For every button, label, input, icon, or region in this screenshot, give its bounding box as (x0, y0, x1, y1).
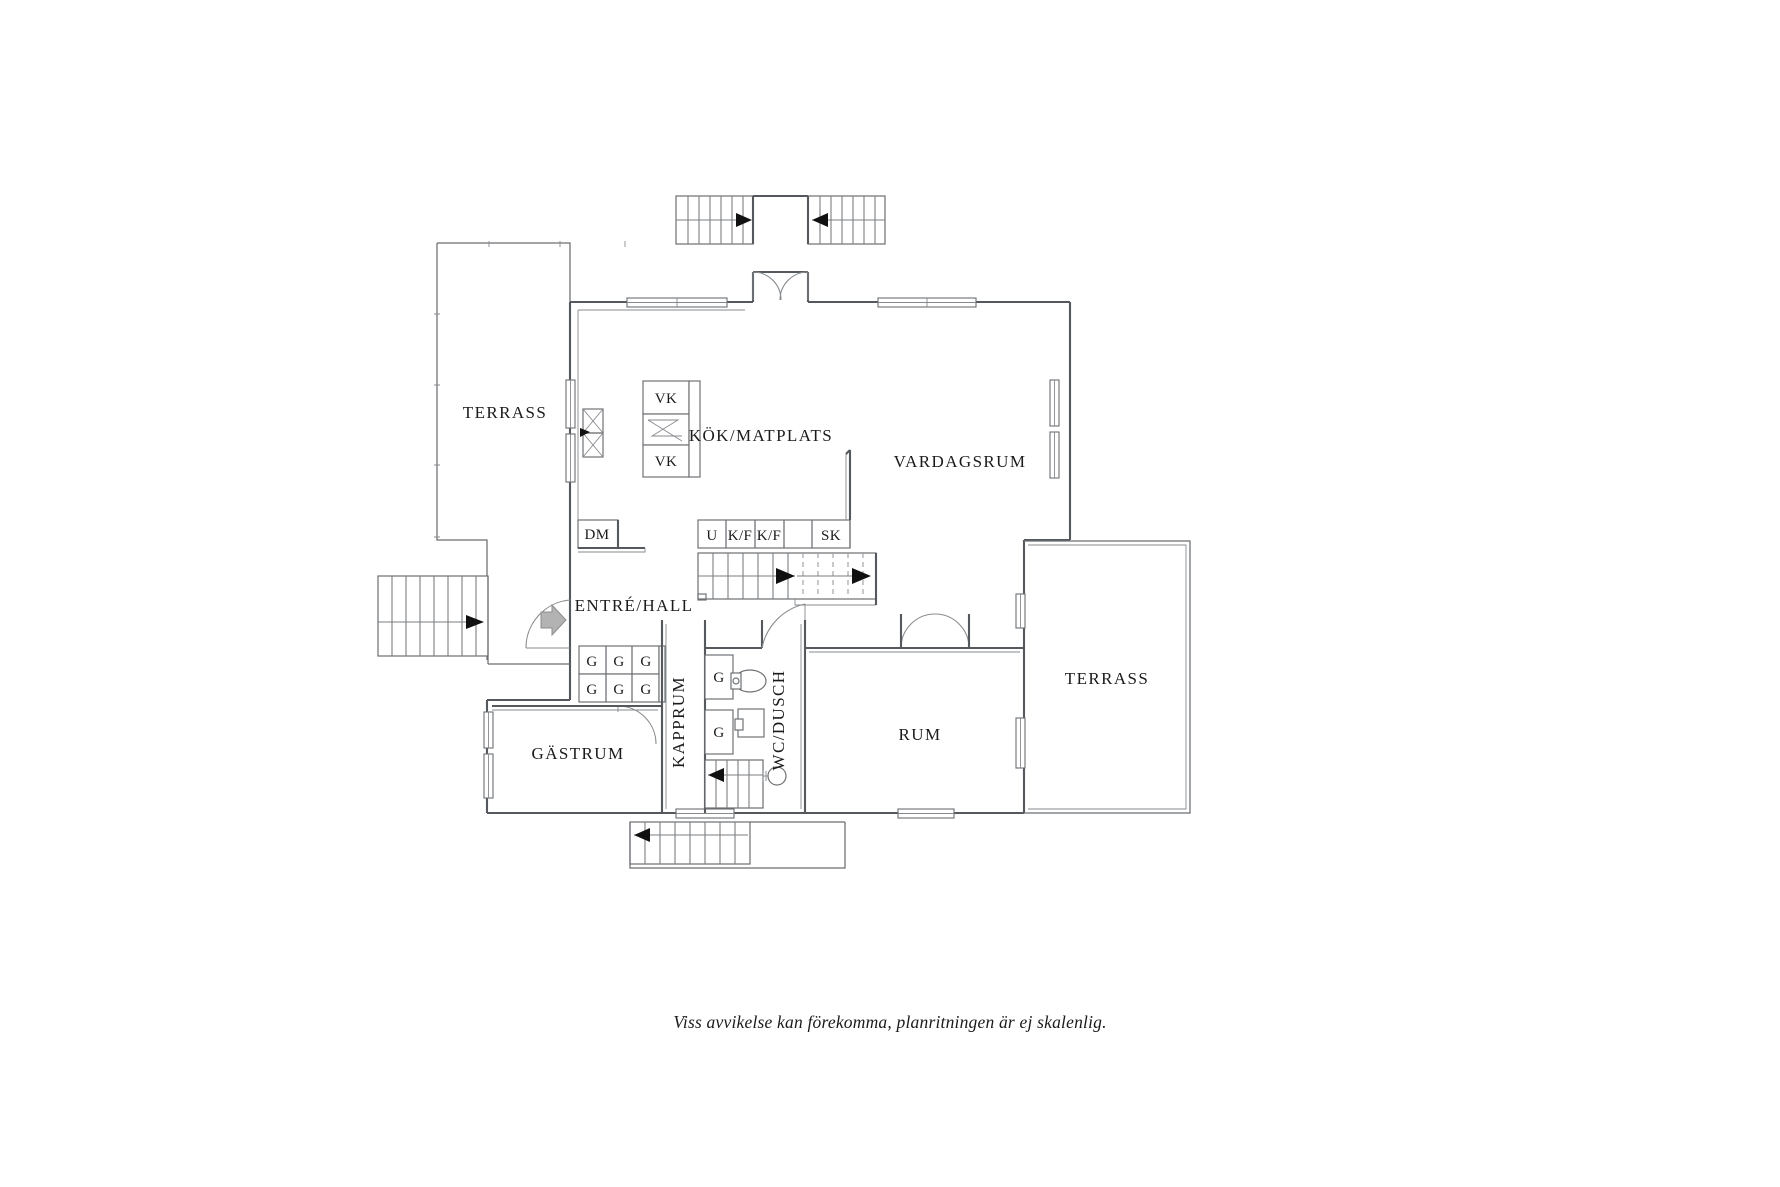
window-left-lower (565, 433, 576, 483)
appliance-label-dm: DM (585, 527, 610, 543)
room-label-terrass-right: TERRASS (1065, 669, 1149, 688)
appliance-label-g5: G (613, 682, 624, 698)
terrace-right-outline (1024, 540, 1191, 814)
terrace-door-left (580, 408, 604, 458)
sink-fixture (734, 708, 765, 738)
appliance-label-g4: G (586, 682, 597, 698)
window-gastrum-upper (483, 711, 494, 749)
gastrum-walls (492, 704, 662, 711)
dishwasher-dm (577, 519, 646, 553)
door-gastrum (617, 705, 657, 745)
window-left-upper (565, 379, 576, 429)
appliance-label-vk-lower: VK (655, 454, 677, 470)
window-right-lower (1049, 431, 1060, 479)
kitchen-vk-stack (642, 380, 701, 478)
door-rum (899, 613, 971, 649)
stair-center (697, 552, 878, 606)
room-label-rum: RUM (899, 725, 942, 744)
stair-top-right (807, 195, 886, 245)
appliance-label-kf2: K/F (757, 528, 782, 544)
window-rum-right-upper (1015, 593, 1026, 629)
appliance-label-g7: G (713, 670, 724, 686)
window-top-right (877, 297, 977, 308)
rum-walls (805, 646, 1024, 653)
appliance-label-u: U (706, 528, 717, 544)
room-label-wc-dusch: WC/DUSCH (769, 670, 788, 771)
window-bottom-rum (897, 808, 955, 819)
stair-top-left (675, 195, 754, 245)
appliance-label-g8: G (713, 725, 724, 741)
window-gastrum-lower (483, 753, 494, 799)
stair-kapprum (704, 759, 764, 809)
room-label-entre-hall: ENTRÉ/HALL (575, 596, 694, 615)
appliance-label-kf1: K/F (728, 528, 753, 544)
appliance-label-vk-upper: VK (655, 391, 677, 407)
plan-caption: Viss avvikelse kan förekomma, planritnin… (673, 1012, 1106, 1032)
door-wc-dusch (761, 603, 806, 649)
entrance-door (525, 599, 571, 649)
stair-entrance-left (377, 575, 570, 665)
appliance-label-g3: G (640, 654, 651, 670)
window-right-upper (1049, 379, 1060, 427)
room-label-terrass-left: TERRASS (463, 403, 547, 422)
kitchen-counter-row (697, 519, 851, 549)
stair-bottom (629, 821, 846, 869)
shower-fixture (762, 766, 787, 786)
wc-dusch-walls (705, 620, 807, 813)
appliance-label-sk: SK (821, 528, 841, 544)
room-label-vardagsrum: VARDAGSRUM (894, 452, 1027, 471)
toilet-fixture (730, 669, 767, 693)
appliance-label-g6: G (640, 682, 651, 698)
room-label-kok-matplats: KÖK/MATPLATS (689, 426, 833, 445)
wardrobe-block-hall (578, 645, 666, 703)
door-entry-top (752, 271, 809, 301)
window-rum-right-lower (1015, 717, 1026, 769)
room-label-kapprum: KAPPRUM (669, 676, 688, 768)
window-top-left (626, 297, 728, 308)
room-label-gastrum: GÄSTRUM (532, 744, 625, 763)
appliance-label-g1: G (586, 654, 597, 670)
appliance-label-g2: G (613, 654, 624, 670)
wc-wardrobes (704, 654, 734, 755)
